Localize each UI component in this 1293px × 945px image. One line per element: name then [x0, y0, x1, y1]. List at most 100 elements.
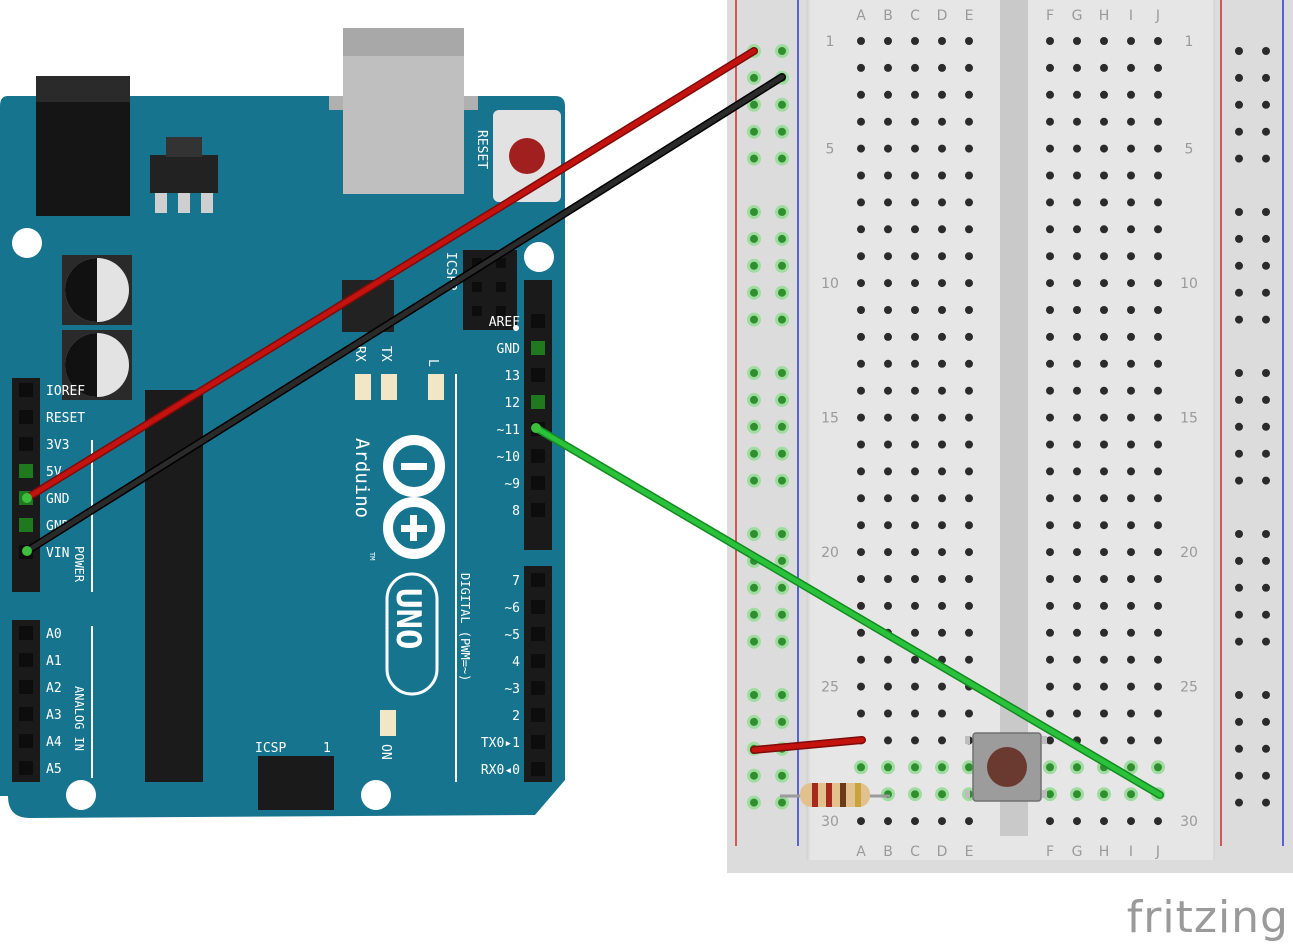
rail-hole[interactable]: [775, 97, 789, 112]
rail-hole[interactable]: [1262, 637, 1270, 646]
header-pin[interactable]: [531, 600, 545, 614]
rail-hole[interactable]: [1262, 47, 1270, 55]
breadboard-hole[interactable]: [1073, 655, 1081, 664]
header-pin[interactable]: [19, 761, 33, 775]
breadboard-hole[interactable]: [1046, 709, 1054, 718]
breadboard-hole[interactable]: [884, 494, 892, 503]
breadboard-hole[interactable]: [857, 252, 865, 261]
breadboard-hole[interactable]: [938, 817, 946, 826]
breadboard-hole[interactable]: [1127, 198, 1135, 207]
breadboard-hole[interactable]: [1073, 386, 1081, 395]
header-pin[interactable]: [19, 680, 33, 694]
rail-hole[interactable]: [775, 688, 789, 702]
breadboard-hole[interactable]: [884, 817, 892, 826]
breadboard-hole[interactable]: [857, 548, 865, 557]
rail-hole[interactable]: [1262, 610, 1270, 619]
breadboard-hole[interactable]: [1154, 359, 1162, 368]
rail-hole[interactable]: [1262, 315, 1270, 324]
breadboard-hole[interactable]: [1046, 37, 1054, 45]
breadboard-hole[interactable]: [938, 117, 946, 126]
breadboard-hole[interactable]: [1046, 359, 1054, 368]
breadboard-hole[interactable]: [1073, 63, 1081, 72]
breadboard-hole[interactable]: [1127, 440, 1135, 449]
breadboard-hole[interactable]: [1070, 787, 1084, 802]
breadboard-hole[interactable]: [1073, 521, 1081, 530]
breadboard-hole[interactable]: [1154, 386, 1162, 395]
breadboard-hole[interactable]: [1046, 413, 1054, 422]
breadboard-hole[interactable]: [857, 171, 865, 180]
breadboard-hole[interactable]: [1046, 198, 1054, 207]
header-pin[interactable]: [531, 654, 545, 668]
rail-hole[interactable]: [747, 527, 761, 541]
breadboard-hole[interactable]: [965, 144, 973, 153]
breadboard-hole[interactable]: [857, 467, 865, 476]
rail-hole[interactable]: [1262, 422, 1270, 431]
breadboard-hole[interactable]: [938, 279, 946, 288]
breadboard-hole[interactable]: [1154, 628, 1162, 637]
breadboard-hole[interactable]: [1100, 548, 1108, 557]
breadboard-hole[interactable]: [1046, 117, 1054, 126]
breadboard-hole[interactable]: [1046, 386, 1054, 395]
breadboard-hole[interactable]: [938, 548, 946, 557]
breadboard-hole[interactable]: [1127, 117, 1135, 126]
breadboard-hole[interactable]: [935, 787, 949, 802]
breadboard-hole[interactable]: [938, 467, 946, 476]
breadboard-hole[interactable]: [1127, 225, 1135, 234]
breadboard-hole[interactable]: [857, 709, 865, 718]
breadboard-hole[interactable]: [911, 494, 919, 503]
breadboard-hole[interactable]: [857, 817, 865, 826]
rail-hole[interactable]: [1235, 476, 1243, 485]
rail-hole[interactable]: [1235, 530, 1243, 538]
breadboard-hole[interactable]: [884, 386, 892, 395]
breadboard-hole[interactable]: [965, 37, 973, 45]
rail-hole[interactable]: [1262, 530, 1270, 538]
breadboard-hole[interactable]: [1046, 494, 1054, 503]
breadboard-hole[interactable]: [1046, 575, 1054, 583]
breadboard-hole[interactable]: [911, 171, 919, 180]
breadboard-hole[interactable]: [911, 440, 919, 449]
breadboard-hole[interactable]: [1100, 359, 1108, 368]
breadboard-hole[interactable]: [965, 440, 973, 449]
rail-hole[interactable]: [747, 285, 761, 300]
breadboard-hole[interactable]: [884, 521, 892, 530]
breadboard-hole[interactable]: [938, 736, 946, 745]
header-pin[interactable]: [531, 681, 545, 695]
rail-hole[interactable]: [1262, 691, 1270, 699]
breadboard-hole[interactable]: [1154, 90, 1162, 99]
breadboard-hole[interactable]: [1100, 279, 1108, 288]
breadboard-hole[interactable]: [854, 760, 868, 775]
rail-hole[interactable]: [747, 795, 761, 810]
breadboard-hole[interactable]: [911, 817, 919, 826]
rail-hole[interactable]: [1262, 717, 1270, 726]
rail-hole[interactable]: [775, 231, 789, 246]
rail-hole[interactable]: [775, 205, 789, 219]
breadboard-hole[interactable]: [1127, 413, 1135, 422]
breadboard-hole[interactable]: [857, 386, 865, 395]
breadboard-hole[interactable]: [1073, 279, 1081, 288]
rail-hole[interactable]: [1262, 583, 1270, 592]
breadboard-hole[interactable]: [1154, 171, 1162, 180]
breadboard-hole[interactable]: [1046, 252, 1054, 261]
breadboard-hole[interactable]: [1127, 279, 1135, 288]
header-pin[interactable]: [19, 734, 33, 748]
breadboard-hole[interactable]: [884, 440, 892, 449]
breadboard-hole[interactable]: [881, 787, 895, 802]
breadboard-hole[interactable]: [1046, 63, 1054, 72]
breadboard-hole[interactable]: [857, 494, 865, 503]
breadboard-hole[interactable]: [1046, 306, 1054, 314]
rail-hole[interactable]: [1235, 610, 1243, 619]
breadboard-hole[interactable]: [1127, 817, 1135, 826]
rail-hole[interactable]: [747, 151, 761, 166]
rail-hole[interactable]: [775, 714, 789, 729]
rail-hole[interactable]: [747, 70, 761, 85]
red-wire-5v[interactable]: [24, 48, 757, 501]
breadboard-hole[interactable]: [1127, 682, 1135, 691]
breadboard-hole[interactable]: [1046, 655, 1054, 664]
breadboard-hole[interactable]: [965, 63, 973, 72]
rail-hole[interactable]: [1235, 154, 1243, 163]
header-pin[interactable]: [19, 464, 33, 478]
breadboard-hole[interactable]: [1154, 440, 1162, 449]
rail-hole[interactable]: [775, 527, 789, 541]
breadboard-hole[interactable]: [884, 279, 892, 288]
header-pin[interactable]: [531, 476, 545, 490]
